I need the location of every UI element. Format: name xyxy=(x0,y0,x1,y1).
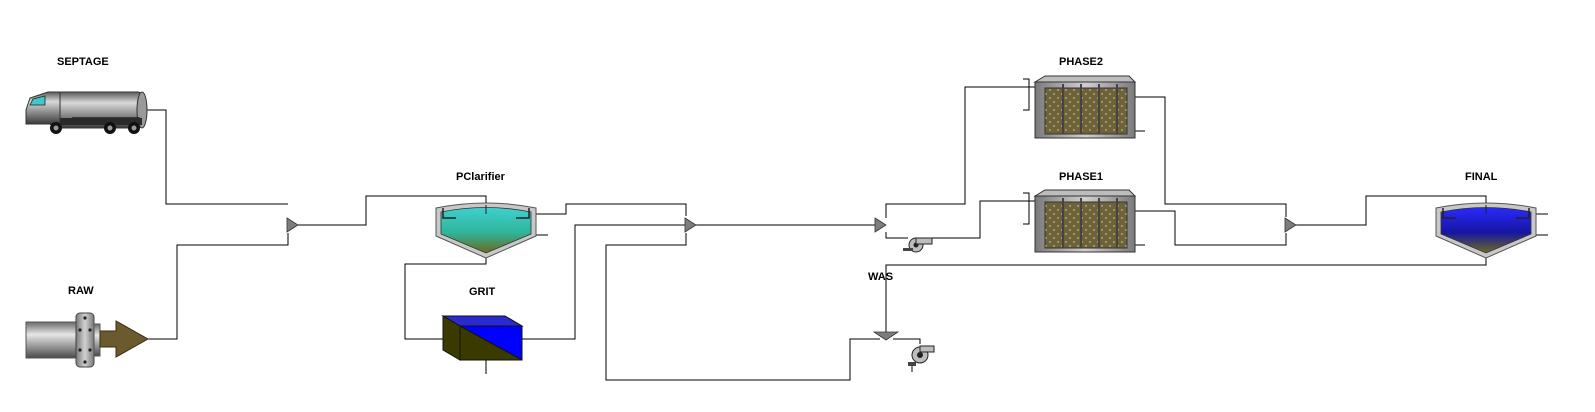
pipe-septage-to-mixer1[interactable] xyxy=(147,109,288,205)
phase1-unit[interactable]: PHASE1 xyxy=(1033,171,1137,253)
pipe-pclarifier-underflow-to-grit[interactable] xyxy=(404,258,487,340)
pipe-raw-to-mixer1[interactable] xyxy=(148,233,289,340)
ras-pump-unit[interactable] xyxy=(903,237,933,253)
final-label: FINAL xyxy=(1465,171,1498,183)
pipe-final-underflow-to-was[interactable] xyxy=(885,258,1487,332)
primary-clarifier-icon xyxy=(435,202,537,259)
mixer-3-icon[interactable] xyxy=(1284,217,1297,233)
pipes xyxy=(147,78,1548,381)
septage-unit[interactable]: SEPTAGE xyxy=(25,56,148,134)
septage-label: SEPTAGE xyxy=(57,56,109,68)
was-splitter-icon[interactable] xyxy=(872,331,900,341)
pipe-grit-to-mixer2[interactable] xyxy=(522,224,686,340)
mixer-2-icon[interactable] xyxy=(684,217,697,233)
pump-icon xyxy=(903,237,933,253)
final-unit[interactable]: FINAL xyxy=(1435,171,1537,259)
phase2-bracket xyxy=(1023,78,1030,111)
phase1-label: PHASE1 xyxy=(1059,171,1103,183)
pipe-mixer1-to-pclarifier[interactable] xyxy=(298,195,487,226)
splitter-1-icon[interactable] xyxy=(874,217,887,233)
phase1-bracket xyxy=(1023,192,1030,225)
waste-pump-unit[interactable] xyxy=(908,345,935,366)
phase2-label: PHASE2 xyxy=(1059,56,1103,68)
pump-icon xyxy=(908,345,935,366)
septage-truck-icon xyxy=(25,91,148,134)
pipe-was-to-waste-pump[interactable] xyxy=(893,338,921,344)
pipe-phase1-to-mixer3[interactable] xyxy=(1131,210,1287,246)
pipe-ras-pump-to-phase1[interactable] xyxy=(930,200,1035,239)
mixers xyxy=(286,217,1297,341)
raw-label: RAW xyxy=(68,285,94,297)
was-label: WAS xyxy=(868,271,893,283)
grit-unit[interactable]: GRIT xyxy=(441,286,524,361)
pipe-mixer3-to-final[interactable] xyxy=(1296,195,1487,226)
mixer-1-icon[interactable] xyxy=(286,217,299,233)
raw-influent-pipe-icon xyxy=(25,312,150,368)
pipe-pclarifier-to-mixer2[interactable] xyxy=(536,203,687,216)
pipe-splitter-to-ras-pump[interactable] xyxy=(885,232,908,239)
raw-unit[interactable]: RAW xyxy=(25,285,150,368)
phase1-bioreactor-icon xyxy=(1033,189,1137,253)
pipe-splitter-to-phase2[interactable] xyxy=(885,86,1035,218)
pipe-was-return-to-mixer2[interactable] xyxy=(605,233,880,381)
pclarifier-label: PClarifier xyxy=(456,171,506,183)
secondary-clarifier-icon xyxy=(1435,202,1537,259)
grit-tank-icon xyxy=(441,315,524,361)
phase2-unit[interactable]: PHASE2 xyxy=(1033,56,1137,139)
grit-label: GRIT xyxy=(469,286,496,298)
pipe-phase2-to-mixer3[interactable] xyxy=(1131,96,1287,217)
pclarifier-unit[interactable]: PClarifier xyxy=(435,171,537,259)
phase2-bioreactor-icon xyxy=(1033,75,1137,139)
